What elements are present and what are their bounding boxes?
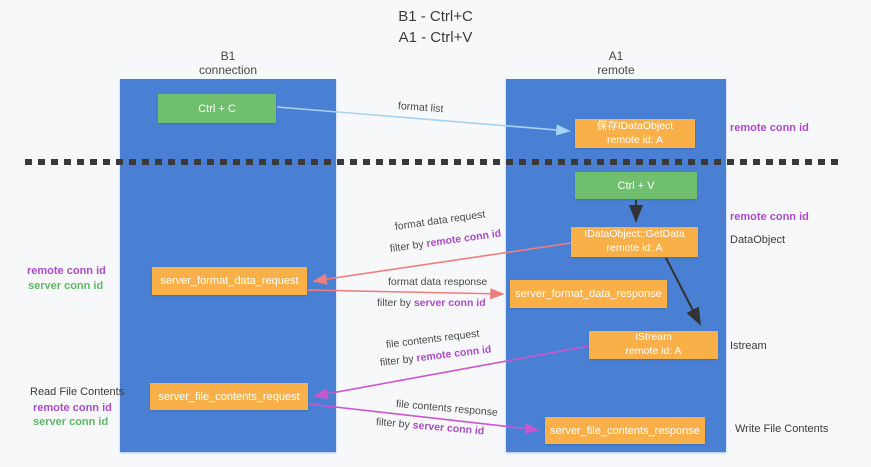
- server-format-data-request-label: server_format_data_request: [160, 275, 299, 287]
- label-remote-conn-id-right-mid: remote conn id: [730, 211, 809, 223]
- ctrl-c-box: Ctrl + C: [158, 94, 276, 123]
- column-a1-name: A1: [608, 49, 624, 63]
- session-divider-dashed-line: [25, 159, 840, 165]
- filter-key-remote-conn-id: remote conn id: [415, 343, 493, 365]
- server-file-contents-response-label: server_file_contents_response: [550, 424, 700, 437]
- save-idataobject-line2: remote id: A: [606, 133, 664, 146]
- filter-key-server-conn-id: server conn id: [412, 419, 485, 438]
- label-remote-conn-id-right-top: remote conn id: [730, 122, 809, 134]
- filter-key-server-conn-id: server conn id: [413, 297, 486, 309]
- label-server-conn-id-left-bottom: server conn id: [33, 416, 109, 428]
- filter-by-text: filter by: [375, 416, 411, 431]
- filter-by-text: filter by: [379, 352, 415, 369]
- server-format-data-response-box: server_format_data_response: [510, 280, 667, 308]
- istream-line2: remote id: A: [625, 345, 682, 357]
- istream-line1: IStream: [635, 331, 672, 344]
- arrow-label-format-data-request-filter: filter byremote conn id: [389, 227, 502, 254]
- server-format-data-request-box: server_format_data_request: [152, 267, 307, 295]
- getdata-line1: IDataObject::GetData: [584, 228, 685, 241]
- column-header-a1: A1 remote: [506, 49, 726, 77]
- server-format-data-response-label: server_format_data_response: [515, 288, 662, 300]
- column-a1-role: remote: [597, 63, 635, 78]
- arrow-label-format-list: format list: [397, 100, 444, 116]
- label-server-conn-id-left-top: server conn id: [28, 280, 104, 292]
- column-b1-name: B1: [220, 49, 236, 63]
- ctrl-v-box: Ctrl + V: [575, 172, 697, 199]
- server-file-contents-response-box: server_file_contents_response: [545, 417, 705, 444]
- ctrl-v-label: Ctrl + V: [617, 179, 655, 192]
- title-line-2: A1 - Ctrl+V: [398, 29, 473, 46]
- arrow-format-data-response: [307, 288, 505, 300]
- server-file-contents-request-label: server_file_contents_request: [158, 390, 300, 403]
- filter-key-remote-conn-id: remote conn id: [425, 227, 502, 250]
- server-file-contents-request-box: server_file_contents_request: [150, 383, 308, 410]
- istream-box: IStream remote id: A: [589, 331, 718, 359]
- diagram-title: B1 - Ctrl+C A1 - Ctrl+V: [0, 6, 871, 48]
- arrow-label-format-data-response: format data response: [388, 276, 488, 288]
- idataobject-getdata-box: IDataObject::GetData remote id: A: [571, 227, 698, 257]
- arrow-label-format-data-request: format data request: [394, 208, 487, 233]
- label-istream: Istream: [730, 340, 767, 352]
- save-idataobject-box: 保存IDataObject remote id: A: [575, 119, 695, 148]
- save-idataobject-line1: 保存IDataObject: [596, 119, 674, 132]
- getdata-line2: remote id: A: [606, 242, 663, 254]
- column-b1-role: connection: [198, 63, 258, 78]
- label-remote-conn-id-left-bottom: remote conn id: [33, 402, 112, 414]
- column-header-b1: B1 connection: [120, 49, 336, 77]
- label-read-file-contents: Read File Contents: [30, 386, 125, 398]
- label-dataobject: DataObject: [730, 234, 786, 246]
- title-line-1: B1 - Ctrl+C: [398, 8, 473, 25]
- label-write-file-contents: Write File Contents: [735, 423, 829, 435]
- arrow-label-file-contents-response: file contents response: [395, 398, 499, 419]
- ctrl-c-label: Ctrl + C: [198, 102, 236, 115]
- filter-by-text: filter by: [389, 238, 425, 255]
- filter-by-text: filter by: [377, 297, 411, 309]
- label-remote-conn-id-left-top: remote conn id: [27, 265, 106, 277]
